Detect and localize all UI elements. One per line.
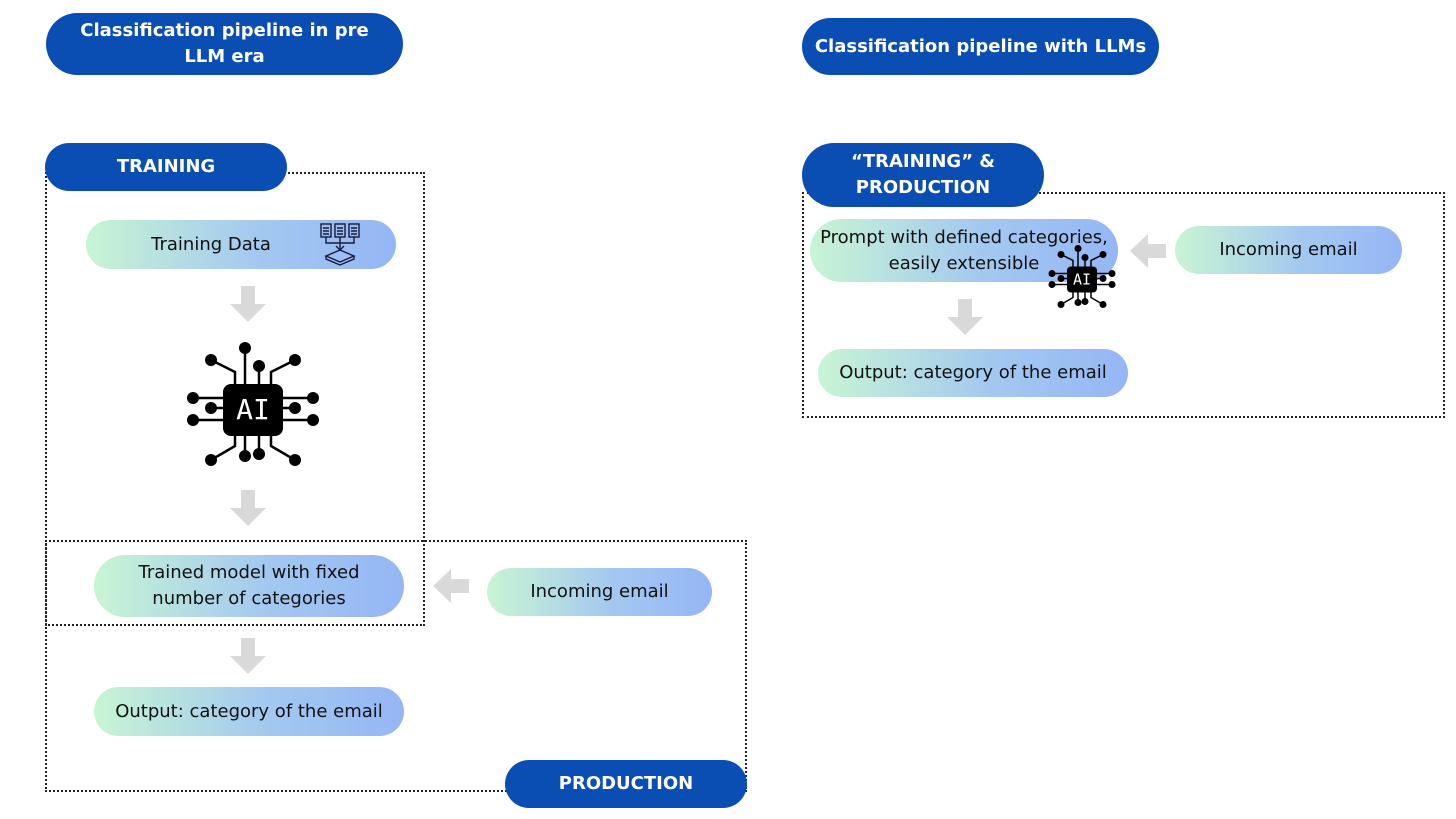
arrow-down-icon	[230, 286, 266, 322]
training-production-label: “TRAINING” & PRODUCTION	[802, 143, 1044, 207]
training-data-label: Training Data	[151, 233, 271, 255]
ai-chip-icon: AI	[1048, 245, 1116, 308]
arrow-down-icon	[230, 638, 266, 674]
ai-chip-text: AI	[236, 393, 270, 426]
output-label: Output: category of the email	[839, 362, 1107, 383]
ai-chip-icon: AI	[187, 342, 319, 466]
training-production-label-line2: PRODUCTION	[855, 177, 991, 198]
training-production-region	[802, 192, 1445, 418]
trained-model-node: Trained model with fixed number of categ…	[94, 555, 404, 617]
prompt-node: Prompt with defined categories, easily e…	[810, 219, 1118, 282]
incoming-email-node: Incoming email	[1175, 226, 1402, 274]
training-production-label-line1: “TRAINING” &	[851, 151, 995, 172]
right-title: Classification pipeline with LLMs	[802, 18, 1159, 75]
right-title-text: Classification pipeline with LLMs	[814, 35, 1147, 57]
production-label: PRODUCTION	[505, 760, 747, 808]
left-title: Classification pipeline in pre LLM era	[46, 13, 403, 75]
arrow-down-icon	[947, 299, 983, 335]
training-label: TRAINING	[45, 143, 287, 191]
incoming-email-node: Incoming email	[487, 568, 712, 616]
ai-chip-text: AI	[1073, 271, 1091, 289]
incoming-email-label: Incoming email	[1219, 239, 1358, 260]
output-node: Output: category of the email	[94, 687, 404, 736]
output-node: Output: category of the email	[818, 349, 1128, 397]
incoming-email-label: Incoming email	[530, 581, 669, 602]
documents-merge-icon	[320, 223, 360, 266]
prompt-label: Prompt with defined categories, easily e…	[820, 226, 1108, 274]
output-label: Output: category of the email	[115, 700, 383, 722]
arrow-down-icon	[230, 490, 266, 526]
trained-model-label: Trained model with fixed number of categ…	[138, 562, 360, 609]
production-label-text: PRODUCTION	[558, 773, 694, 794]
arrow-left-icon	[433, 569, 469, 603]
production-region	[45, 540, 747, 792]
arrow-left-icon	[1130, 234, 1166, 268]
training-label-text: TRAINING	[116, 156, 216, 177]
left-title-text: Classification pipeline in pre LLM era	[80, 20, 369, 67]
